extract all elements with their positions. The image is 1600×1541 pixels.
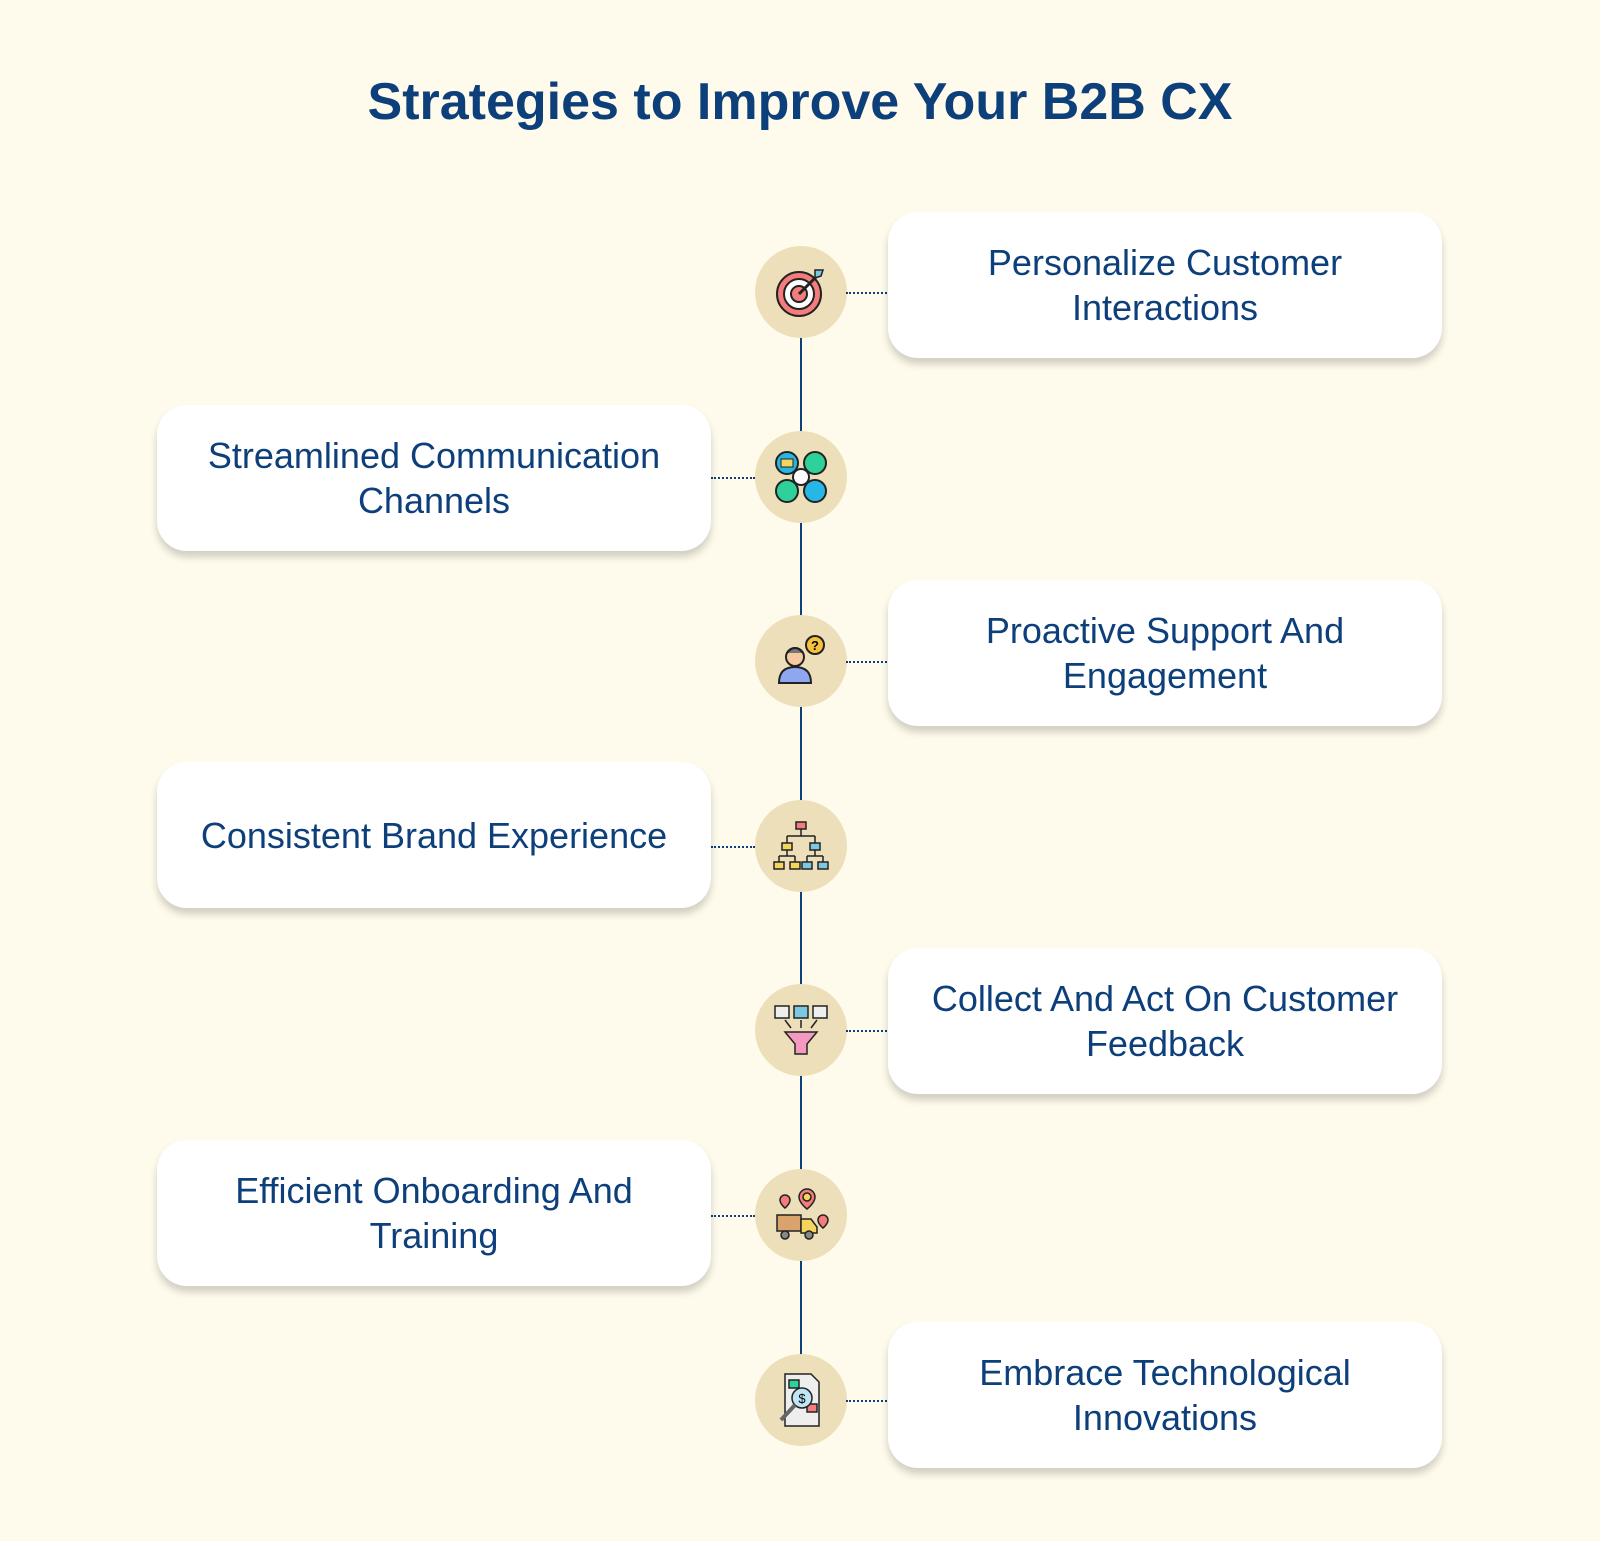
step-label: Collect And Act On Customer Feedback [931, 978, 1399, 1064]
communication-channels-icon [755, 431, 847, 523]
step-label: Personalize Customer Interactions [987, 242, 1343, 328]
connector [711, 846, 755, 848]
step-card-proactive: Proactive Support And Engagement [888, 580, 1442, 726]
document-magnifier-icon: $ [755, 1354, 847, 1446]
svg-text:$: $ [798, 1391, 806, 1406]
delivery-truck-location-icon [755, 1169, 847, 1261]
page-title: Strategies to Improve Your B2B CX [367, 73, 1233, 131]
connector [846, 1400, 890, 1402]
step-card-feedback: Collect And Act On Customer Feedback [888, 948, 1442, 1094]
step-card-communication: Streamlined Communication Channels [157, 405, 711, 551]
step-label: Efficient Onboarding And Training [235, 1170, 633, 1256]
svg-text:?: ? [811, 638, 819, 653]
step-card-technology: Embrace Technological Innovations [888, 1322, 1442, 1468]
hierarchy-chart-icon [755, 800, 847, 892]
step-card-brand: Consistent Brand Experience [157, 762, 711, 908]
step-label: Proactive Support And Engagement [985, 610, 1345, 696]
connector [846, 661, 890, 663]
step-label: Consistent Brand Experience [200, 814, 668, 856]
step-card-onboarding: Efficient Onboarding And Training [157, 1140, 711, 1286]
step-card-personalize: Personalize Customer Interactions [888, 212, 1442, 358]
feedback-funnel-icon [755, 984, 847, 1076]
support-person-question-icon: ? [755, 615, 847, 707]
connector [711, 1215, 755, 1217]
step-label: Embrace Technological Innovations [979, 1352, 1351, 1438]
connector [711, 477, 755, 479]
connector [846, 292, 890, 294]
target-dart-icon [755, 246, 847, 338]
connector [846, 1030, 890, 1032]
step-label: Streamlined Communication Channels [207, 435, 661, 521]
